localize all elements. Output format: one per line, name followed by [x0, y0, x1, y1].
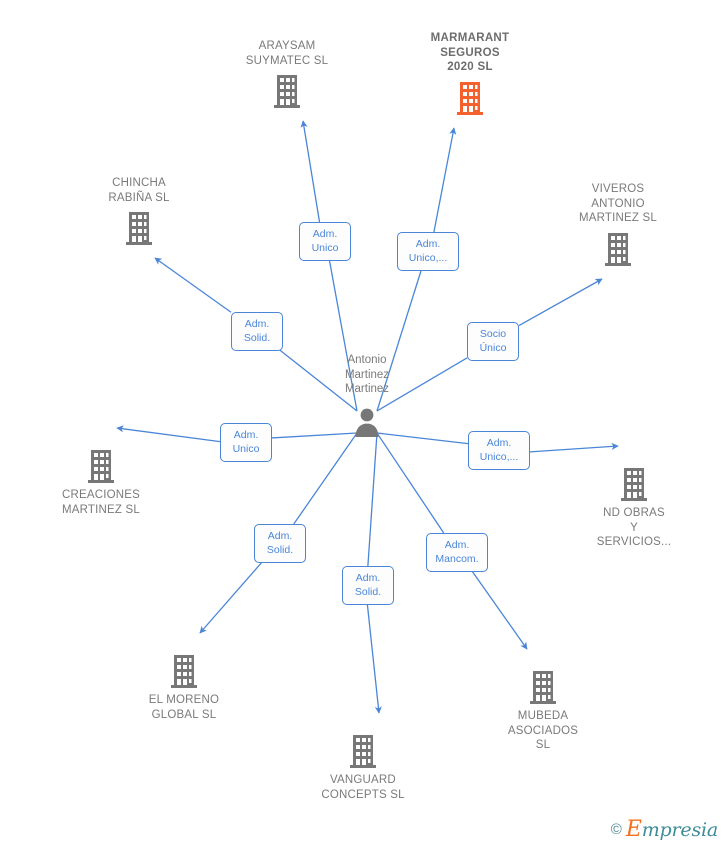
edge-arrow-marmarant: [433, 127, 457, 233]
company-node-label: ND OBRAS Y SERVICIOS...: [596, 507, 672, 548]
company-node-label: CREACIONES MARTINEZ SL: [61, 489, 141, 516]
edge-stem-marmarant: [376, 269, 422, 412]
company-node-vanguard[interactable]: VANGUARD CONCEPTS SL: [283, 733, 443, 802]
relationship-label-elmoreno[interactable]: Adm. Solid.: [254, 524, 306, 563]
company-node-creaciones[interactable]: CREACIONES MARTINEZ SL: [21, 448, 181, 517]
edge-arrow-viveros: [518, 278, 603, 327]
building-icon: [170, 653, 198, 689]
company-node-marmarant[interactable]: MARMARANT SEGUROS 2020 SL: [390, 31, 550, 116]
building-icon: [125, 210, 153, 246]
edge-arrow-araysam: [300, 120, 321, 223]
relationship-label-vanguard[interactable]: Adm. Solid.: [342, 566, 394, 605]
edge-arrow-elmoreno: [199, 561, 263, 634]
building-icon: [273, 73, 301, 109]
company-node-label: MARMARANT SEGUROS 2020 SL: [430, 32, 510, 73]
edge-stem-ndobras: [376, 432, 469, 445]
building-icon: [274, 75, 300, 108]
person-icon: [352, 407, 382, 437]
edge-arrow-mubeda: [471, 570, 528, 650]
building-icon: [529, 669, 557, 705]
company-node-viveros[interactable]: VIVEROS ANTONIO MARTINEZ SL: [538, 182, 698, 267]
building-icon: [457, 81, 483, 115]
building-icon: [87, 448, 115, 484]
company-node-mubeda[interactable]: MUBEDA ASOCIADOS SL: [463, 669, 623, 753]
building-icon: [620, 466, 648, 502]
empresia-watermark: © Empresia: [611, 817, 718, 842]
relationship-label-creaciones[interactable]: Adm. Unico: [220, 423, 272, 462]
company-node-label: VIVEROS ANTONIO MARTINEZ SL: [578, 183, 658, 224]
building-icon: [604, 231, 632, 267]
relationship-label-viveros[interactable]: Socio Único: [467, 322, 519, 361]
company-node-araysam[interactable]: ARAYSAM SUYMATEC SL: [207, 39, 367, 109]
edge-arrow-vanguard: [366, 603, 382, 714]
building-icon: [126, 212, 152, 245]
edge-arrow-chincha: [154, 257, 232, 313]
relationship-label-mubeda[interactable]: Adm. Mancom.: [426, 533, 488, 572]
building-icon: [349, 733, 377, 769]
relationship-label-marmarant[interactable]: Adm. Unico,...: [397, 232, 459, 271]
company-node-label: MUBEDA ASOCIADOS SL: [507, 710, 579, 751]
company-node-elmoreno[interactable]: EL MORENO GLOBAL SL: [104, 653, 264, 722]
company-node-ndobras[interactable]: ND OBRAS Y SERVICIOS...: [554, 466, 714, 550]
edge-stem-mubeda: [376, 432, 445, 534]
company-node-label: VANGUARD CONCEPTS SL: [321, 774, 405, 801]
empresia-logo-text: Empresia: [625, 817, 718, 842]
building-icon: [171, 655, 197, 688]
building-icon: [605, 232, 631, 266]
edge-stem-chincha: [279, 349, 358, 412]
company-node-label: ARAYSAM SUYMATEC SL: [245, 40, 329, 67]
edge-arrow-creaciones: [116, 425, 221, 443]
edge-stem-creaciones: [271, 432, 358, 439]
company-node-label: EL MORENO GLOBAL SL: [148, 694, 220, 721]
edge-stem-viveros: [376, 357, 468, 412]
building-icon: [456, 80, 484, 116]
person-icon: [355, 408, 379, 437]
edge-stem-vanguard: [367, 432, 378, 567]
building-icon: [621, 468, 647, 501]
edge-arrow-ndobras: [529, 442, 619, 453]
relationship-label-chincha[interactable]: Adm. Solid.: [231, 312, 283, 351]
edge-stem-elmoreno: [293, 432, 358, 525]
copyright-symbol: ©: [610, 821, 622, 838]
company-node-chincha[interactable]: CHINCHA RABIÑA SL: [59, 176, 219, 246]
building-icon: [88, 450, 114, 483]
edge-stem-araysam: [328, 259, 358, 412]
building-icon: [350, 735, 376, 768]
person-node[interactable]: [287, 407, 447, 437]
building-icon: [530, 671, 556, 704]
person-node-name: Antonio Martinez Martinez: [344, 354, 390, 395]
relationship-label-ndobras[interactable]: Adm. Unico,...: [468, 431, 530, 470]
company-node-label: CHINCHA RABIÑA SL: [108, 177, 170, 204]
relationship-label-araysam[interactable]: Adm. Unico: [299, 222, 351, 261]
